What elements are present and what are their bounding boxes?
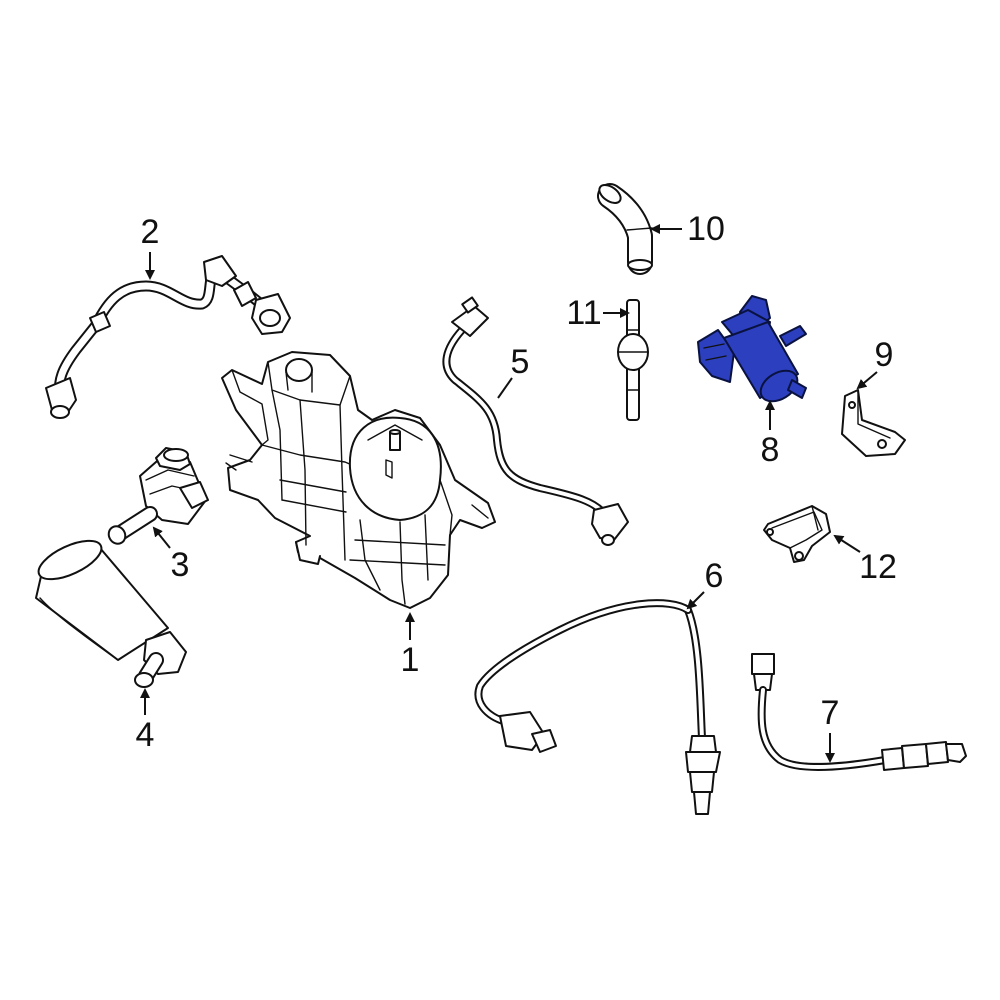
callout-6: 6	[705, 557, 724, 595]
callout-9: 9	[875, 336, 894, 374]
part-3-valve	[107, 447, 209, 545]
part-7-oxygen-sensor	[751, 653, 967, 771]
part-10-hose	[597, 183, 653, 275]
leader-3	[152, 526, 171, 549]
leader-lines	[140, 224, 878, 763]
part-2-hose	[45, 255, 291, 419]
callout-10: 10	[687, 210, 725, 248]
part-1-housing	[221, 351, 496, 609]
callout-labels: 1 2 3 4 5 6 7 8 9 10 11 12	[136, 210, 897, 754]
callout-5: 5	[511, 343, 530, 381]
part-9-bracket	[841, 389, 906, 457]
callout-4: 4	[136, 716, 155, 754]
callout-2: 2	[141, 213, 160, 251]
part-8-purge-solenoid	[697, 295, 807, 403]
part-12-sensor	[763, 505, 831, 563]
leader-9	[856, 371, 878, 390]
part-4-canister	[35, 539, 187, 688]
part-6-oxygen-sensor	[474, 599, 721, 815]
part-11-check-valve	[617, 299, 649, 421]
callout-1: 1	[401, 641, 420, 679]
leader-5	[497, 377, 513, 399]
callout-3: 3	[171, 546, 190, 584]
leader-6	[686, 591, 705, 610]
part-5-sensor-harness	[442, 296, 629, 546]
callout-8: 8	[761, 431, 780, 469]
callout-7: 7	[821, 694, 840, 732]
callout-12: 12	[859, 548, 897, 586]
callout-11: 11	[566, 294, 601, 332]
leader-12	[833, 534, 861, 553]
